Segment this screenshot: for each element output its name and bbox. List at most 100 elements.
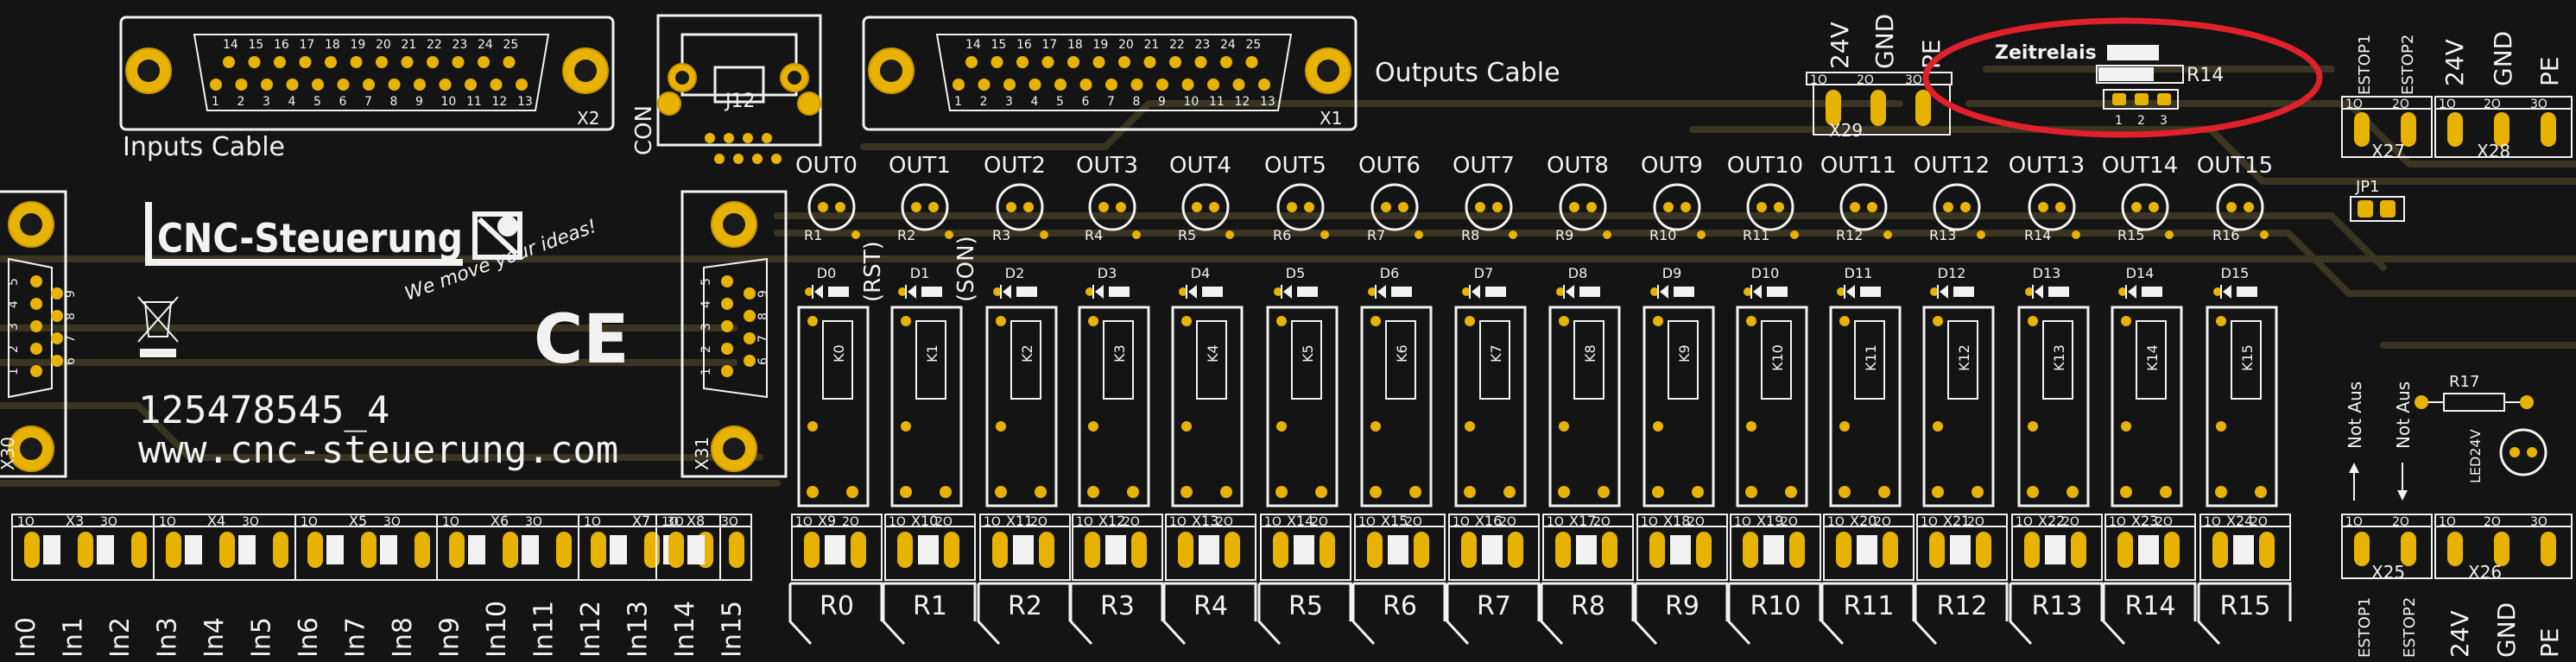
not-aus-label-1: Not Aus xyxy=(2345,381,2365,449)
not-aus-label-2: Not Aus xyxy=(2393,381,2414,449)
x1-pin xyxy=(1258,79,1270,91)
led-outline xyxy=(1181,183,1230,231)
logo-text: CNC-Steuerung xyxy=(157,215,463,262)
relay-ref: K1 xyxy=(924,344,940,363)
x1-pin-label: 19 xyxy=(1093,38,1109,52)
x1-pin-label: 13 xyxy=(1260,95,1275,109)
jumper-jp1: JP1 xyxy=(2350,178,2405,222)
input-label: In3 xyxy=(153,617,183,658)
input-label: In11 xyxy=(529,601,560,658)
x2-pin xyxy=(248,56,261,68)
relay-body xyxy=(1548,306,1621,508)
relay-name: R8 xyxy=(1571,591,1605,621)
relay-body xyxy=(1454,306,1527,508)
relay-body xyxy=(2206,306,2278,508)
arrow-down-icon xyxy=(2397,490,2408,501)
terminal-ref: X9 xyxy=(818,513,836,529)
x31-pin-label: 6 xyxy=(756,357,770,365)
relay-name: R7 xyxy=(1477,591,1511,621)
relay-name: R12 xyxy=(1936,591,1987,621)
x2-pin xyxy=(274,56,286,68)
resistor-label: R6 xyxy=(1273,227,1291,243)
diode-label: D12 xyxy=(1938,265,1966,281)
x2-pin-label: 12 xyxy=(492,95,508,109)
x2-pin xyxy=(490,79,503,91)
diode-label: D11 xyxy=(1845,265,1873,281)
relay-body xyxy=(890,306,963,508)
x1-pin xyxy=(1118,56,1130,68)
terminal-ref: X11 xyxy=(1006,513,1033,529)
logo-globe-icon xyxy=(472,211,522,260)
x27-ref: X27 xyxy=(2371,141,2405,161)
ce-mark: CE xyxy=(534,301,630,379)
relay-name: R0 xyxy=(820,591,854,621)
zeitrelais-pin-2: 2 xyxy=(2137,114,2145,128)
x2-pin-label: 17 xyxy=(300,38,315,52)
terminal-ref: X16 xyxy=(1475,513,1502,529)
x30-pin-label: 8 xyxy=(64,312,78,320)
terminal-ref: X8 xyxy=(687,513,705,529)
terminal-ref: X14 xyxy=(1287,513,1313,529)
out-label: OUT0 xyxy=(795,153,858,179)
x1-pin xyxy=(1054,79,1066,91)
connector-x27: ESTOP1 ESTOP2 1O 2O X27 xyxy=(2341,35,2433,161)
input-label: In6 xyxy=(294,617,324,658)
x2-pin-label: 23 xyxy=(453,38,468,52)
x31-pin-label: 8 xyxy=(756,312,770,320)
x2-pin-label: 16 xyxy=(274,38,289,52)
diode-icon xyxy=(908,285,916,299)
x1-pin xyxy=(1220,56,1232,68)
x29-label-gnd: GND xyxy=(1870,14,1899,69)
terminal-ref: X23 xyxy=(2131,513,2158,529)
relay-ref: K7 xyxy=(1488,344,1504,363)
x2-pin-label: 6 xyxy=(339,95,347,109)
diode-label: D9 xyxy=(1662,265,1682,281)
terminal-ref: X17 xyxy=(1569,513,1596,529)
input-label: In5 xyxy=(247,617,277,658)
relay-body xyxy=(1922,306,1995,508)
diode-icon xyxy=(814,285,823,299)
out-label: OUT5 xyxy=(1264,153,1326,179)
out-label: OUT12 xyxy=(1914,153,1990,179)
x28-label-pe: PE xyxy=(2535,56,2564,86)
x1-pin-label: 25 xyxy=(1246,38,1262,52)
zeitrelais-pin-1: 1 xyxy=(2115,114,2123,128)
relay-name: R9 xyxy=(1665,591,1699,621)
x2-pin-label: 5 xyxy=(313,95,321,109)
relay-ref: K3 xyxy=(1111,344,1128,363)
relay-body xyxy=(1171,306,1244,508)
x1-pin-label: 20 xyxy=(1118,38,1134,52)
x30-pin-label: 4 xyxy=(7,300,21,308)
connector-x26: 1O 2O 3O X26 24V GND PE xyxy=(2434,514,2573,658)
diode-label: D8 xyxy=(1568,265,1588,281)
x25-label-estop1: ESTOP1 xyxy=(2356,597,2374,658)
relay-body xyxy=(2017,306,2090,508)
led-outline xyxy=(1933,183,1981,231)
x2-pin-label: 22 xyxy=(427,38,442,52)
x26-label-gnd: GND xyxy=(2492,602,2521,658)
x2-pin-label: 20 xyxy=(376,38,391,52)
relay-name: R6 xyxy=(1383,591,1417,621)
x31-pin xyxy=(721,298,733,310)
resistor-label: R8 xyxy=(1461,227,1479,243)
x2-pin xyxy=(414,79,426,91)
x2-pin xyxy=(210,79,222,91)
relay-name: R3 xyxy=(1100,591,1135,621)
relay-name: R4 xyxy=(1193,591,1228,621)
x31-pin-label: 2 xyxy=(699,345,713,353)
led-outline xyxy=(1276,183,1325,231)
x27-label-estop2: ESTOP2 xyxy=(2399,35,2417,95)
resistor-label: R2 xyxy=(897,227,915,243)
x2-label: Inputs Cable xyxy=(123,132,285,162)
led-outline xyxy=(1088,183,1136,231)
input-label: In10 xyxy=(482,601,512,658)
diode-label: D2 xyxy=(1005,265,1025,281)
resistor-label: R13 xyxy=(1929,227,1956,243)
output-note: (SON) xyxy=(953,236,979,302)
x30-pin xyxy=(51,355,63,367)
diode-label: D13 xyxy=(2033,265,2061,281)
